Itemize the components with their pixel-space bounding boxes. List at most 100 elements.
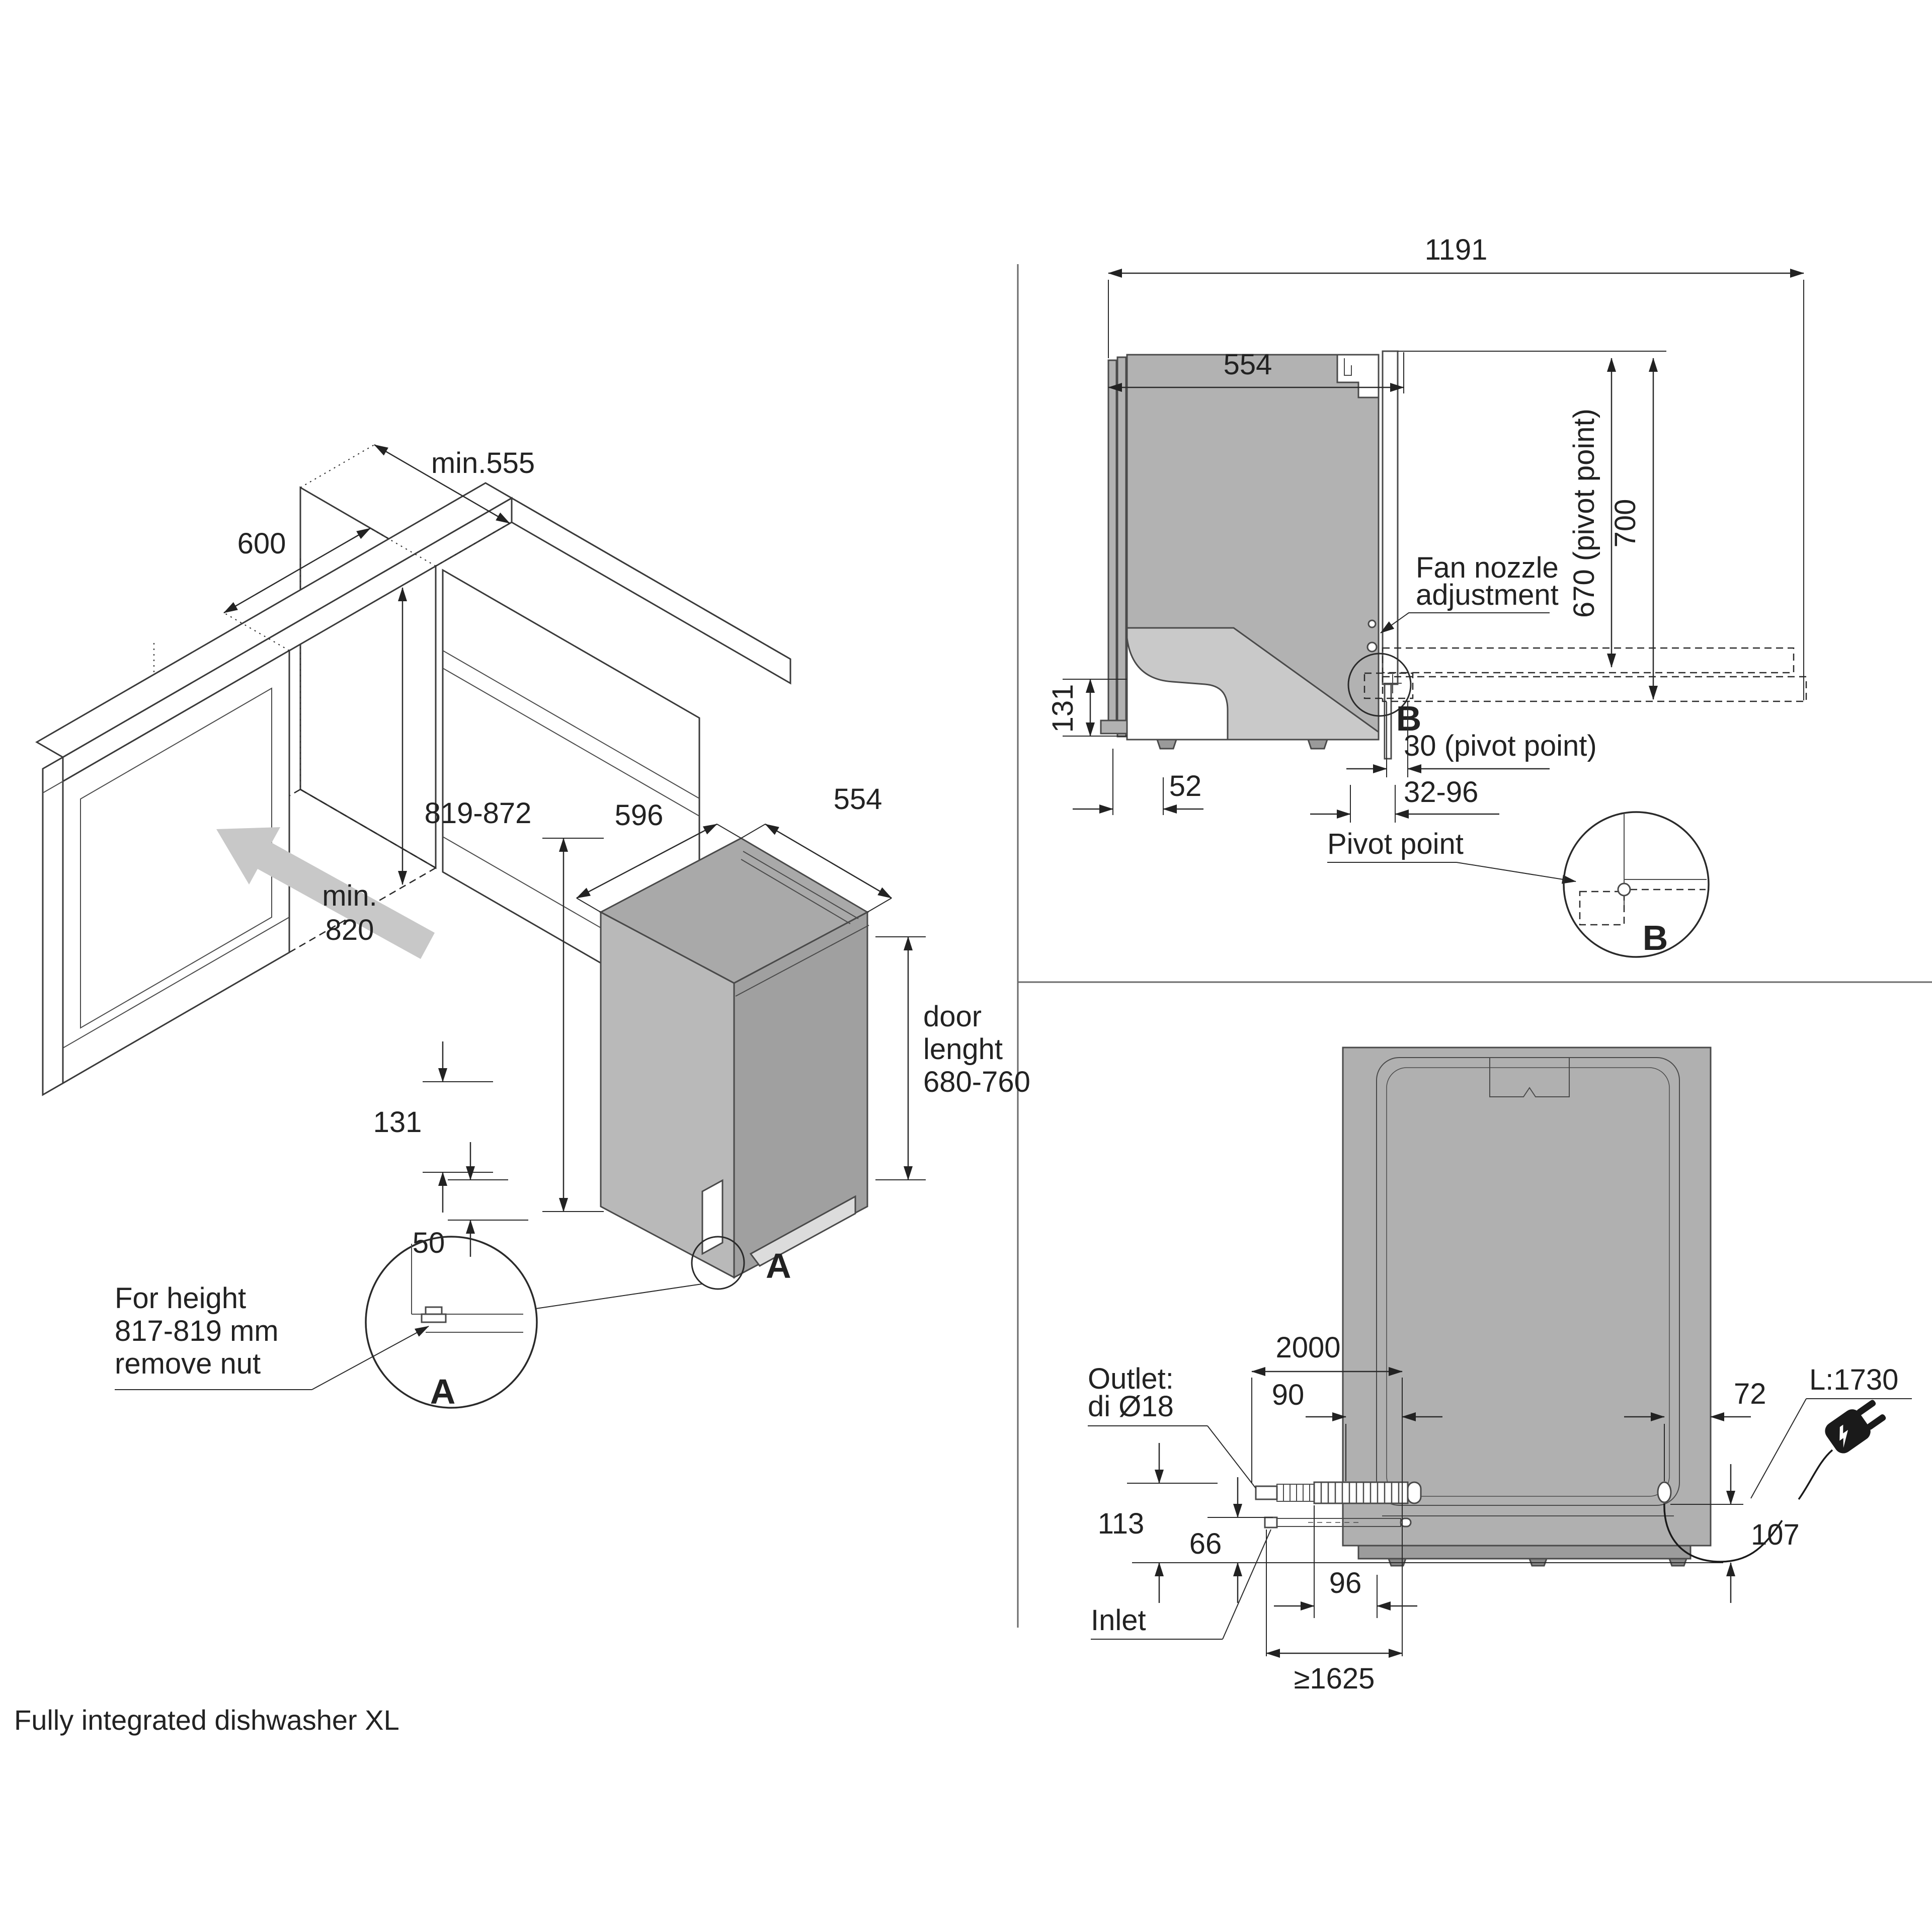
- dim-2000: 2000: [1251, 1331, 1403, 1656]
- dim-131-side-label: 131: [1046, 684, 1079, 733]
- rear-foot: [1307, 739, 1329, 750]
- dim-596-label: 596: [615, 799, 664, 832]
- machine-rear-body: [1342, 1046, 1712, 1567]
- dim-1191-label: 1191: [1425, 233, 1488, 266]
- leveling-nut-icon: [421, 1313, 447, 1323]
- detail-a-label: A: [430, 1372, 456, 1411]
- outlet-label-2: di Ø18: [1088, 1390, 1174, 1423]
- dim-72-label: 72: [1734, 1378, 1766, 1410]
- dim-131-side: 131: [1046, 679, 1127, 737]
- drawing-caption: Fully integrated dishwasher XL: [14, 1704, 399, 1736]
- door-length-label-3: 680-760: [923, 1066, 1030, 1098]
- outlet-hose: [1255, 1481, 1422, 1504]
- dim-1191: 1191: [1108, 233, 1804, 700]
- insert-direction-arrow-icon: [216, 827, 435, 959]
- detail-a-marker: A: [766, 1246, 791, 1285]
- kick-plate: [749, 1195, 856, 1267]
- dim-670-label: 670 (pivot point): [1568, 409, 1600, 618]
- dim-96: 96: [1274, 1505, 1417, 1618]
- detail-a-callout: A A: [365, 1236, 791, 1411]
- dim-107-label: 107: [1751, 1518, 1800, 1551]
- dim-107: 107: [1670, 1464, 1800, 1603]
- dim-66-label: 66: [1189, 1527, 1222, 1560]
- dim-min555-label: min.555: [431, 447, 535, 479]
- dim-32-96-label: 32-96: [1404, 776, 1478, 809]
- dim-2000-label: 2000: [1275, 1331, 1340, 1364]
- left-cabinet: [42, 649, 290, 1096]
- dim-700-label: 700: [1609, 499, 1642, 548]
- inlet-label: Inlet: [1091, 1604, 1146, 1637]
- top-notch: [1489, 1058, 1570, 1097]
- dim-96-label: 96: [1329, 1567, 1362, 1599]
- cord-length-label: L:1730: [1809, 1363, 1898, 1396]
- dim-554-box-label: 554: [834, 783, 882, 816]
- dim-door-length: door lenght 680-760: [875, 936, 1030, 1180]
- dim-52: 52: [1073, 749, 1203, 815]
- pivot-detail-marker: B: [1347, 653, 1422, 738]
- side-view: B 1191 554 670 (pivot point) 700 131: [1046, 233, 1807, 958]
- dim-596: 596: [576, 799, 742, 913]
- rear-view: Outlet: di Ø18 Inlet L:1730 2000 90: [1088, 1046, 1912, 1695]
- dim-min820-label-1: min.: [322, 879, 377, 912]
- dim-113-label: 113: [1098, 1507, 1144, 1540]
- dim-66: 66: [1189, 1477, 1273, 1603]
- marker-b: B: [1396, 699, 1422, 738]
- detail-b-label: B: [1643, 918, 1668, 957]
- dim-32-96: 32-96: [1310, 776, 1499, 823]
- dim-131-left-label: 131: [373, 1106, 422, 1139]
- pivot-point-label: Pivot point: [1327, 828, 1464, 860]
- plug-icon: [1825, 1400, 1886, 1454]
- fan-nozzle-hole-icon: [1367, 619, 1377, 628]
- dim-600-label: 600: [237, 527, 286, 560]
- front-foot: [1156, 739, 1178, 750]
- door-length-label-2: lenght: [923, 1033, 1003, 1066]
- inlet-annotation: Inlet: [1091, 1529, 1271, 1640]
- dim-min555: min.555: [300, 444, 535, 567]
- front-foot-notch: [701, 1179, 723, 1255]
- dim-554-side: 554: [1108, 348, 1404, 393]
- fan-nozzle-label-2: adjustment: [1416, 579, 1559, 611]
- dim-72: 72: [1624, 1378, 1766, 1481]
- dim-90-label: 90: [1272, 1379, 1305, 1411]
- note-line-2: 817-819 mm: [115, 1315, 279, 1347]
- note-line-3: remove nut: [115, 1347, 261, 1380]
- section-dividers: [1017, 264, 1932, 1628]
- cord-exit-hole: [1657, 1481, 1672, 1503]
- dim-min820-label-2: 820: [326, 914, 374, 946]
- dim-1625-label: ≥1625: [1294, 1662, 1375, 1695]
- power-cord: [1663, 1400, 1886, 1563]
- fan-nozzle-label-1: Fan nozzle: [1416, 551, 1559, 584]
- dim-52-label: 52: [1169, 770, 1202, 802]
- dim-819-872-label: 819-872: [425, 797, 532, 830]
- dim-90: 90: [1272, 1379, 1442, 1481]
- dim-50: 50: [413, 1142, 528, 1259]
- inlet-hose: [1264, 1516, 1412, 1528]
- fan-nozzle-annotation: Fan nozzle adjustment: [1380, 551, 1559, 633]
- height-note: For height 817-819 mm remove nut: [115, 1282, 429, 1390]
- dim-113: 113: [1098, 1443, 1218, 1603]
- machine-side-body: [1100, 354, 1380, 750]
- cord-length-annotation: L:1730: [1750, 1363, 1912, 1499]
- dishwasher-box: [599, 837, 869, 1279]
- dim-670: 670 (pivot point): [1568, 358, 1616, 668]
- door-open-positions: [1382, 647, 1807, 702]
- plinth: [1357, 1545, 1692, 1560]
- outlet-label-1: Outlet:: [1088, 1362, 1174, 1395]
- dim-1625: ≥1625: [1266, 1530, 1403, 1695]
- dim-700: 700: [1609, 358, 1658, 700]
- door-length-label-1: door: [923, 1000, 982, 1033]
- dim-131-left: 131: [373, 1041, 493, 1213]
- pivot-point-icon: [1617, 882, 1631, 897]
- note-line-1: For height: [115, 1282, 246, 1315]
- dim-554-side-label: 554: [1224, 348, 1272, 381]
- dim-30-label: 30 (pivot point): [1404, 730, 1597, 762]
- outlet-annotation: Outlet: di Ø18: [1088, 1362, 1256, 1489]
- dim-min820: min. 820: [322, 587, 407, 946]
- dim-554-box: 554: [741, 783, 892, 913]
- dim-30-pivot: 30 (pivot point): [1346, 702, 1597, 777]
- pivot-point-annotation: Pivot point B: [1327, 811, 1710, 958]
- installation-isometric-view: 596 554 819-872 131 50: [35, 444, 1030, 1411]
- fan-nozzle-hole-icon: [1366, 641, 1378, 653]
- dim-819-872: 819-872: [425, 797, 604, 1212]
- dim-600: 600: [223, 527, 436, 651]
